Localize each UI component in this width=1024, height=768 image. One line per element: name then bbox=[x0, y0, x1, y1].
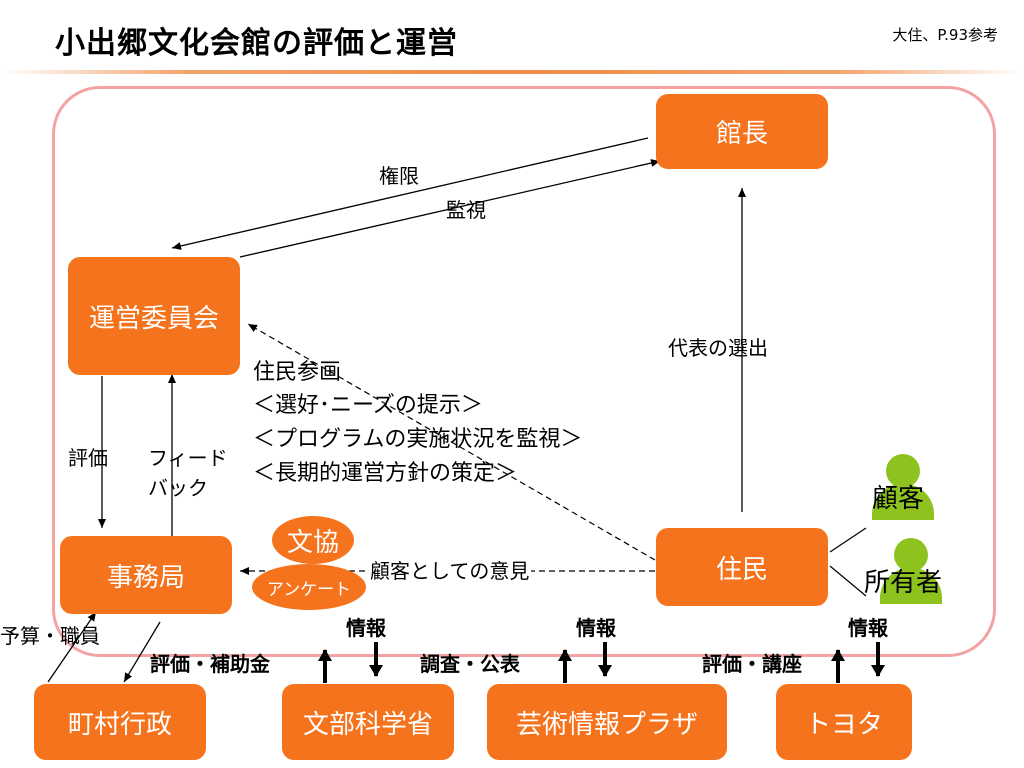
owner-link bbox=[829, 565, 867, 597]
toyota-box: トヨタ bbox=[776, 684, 912, 760]
election-label: 代表の選出 bbox=[668, 336, 768, 360]
customer-opinion-label: 顧客としての意見 bbox=[368, 559, 532, 583]
evaluation-label: 評価 bbox=[68, 446, 108, 470]
owner-person-icon bbox=[880, 538, 942, 604]
authority-arrow bbox=[171, 137, 649, 250]
owner-label: 所有者 bbox=[864, 568, 943, 598]
survey-oval: アンケート bbox=[252, 564, 366, 610]
monitoring-arrow bbox=[239, 159, 661, 258]
office-box: 事務局 bbox=[60, 536, 232, 614]
bunkyo-oval: 文協 bbox=[272, 516, 354, 564]
feedback-label-2: バック bbox=[148, 476, 208, 500]
info-label-2: 情報 bbox=[576, 616, 616, 640]
page-title: 小出郷文化会館の評価と運営 bbox=[55, 26, 458, 61]
participation-line-2: ＜選好･ニーズの提示＞ bbox=[253, 393, 483, 418]
title-rule bbox=[0, 70, 1024, 74]
organization-frame bbox=[52, 86, 996, 657]
residents-box: 住民 bbox=[656, 528, 828, 606]
info-label-1: 情報 bbox=[346, 616, 386, 640]
customer-link bbox=[829, 527, 867, 553]
kancho-box: 館長 bbox=[656, 94, 828, 169]
eval-subsidy-label: 評価・補助金 bbox=[150, 652, 270, 676]
customer-label: 顧客 bbox=[872, 484, 925, 514]
reference-note: 大住、P.93参考 bbox=[892, 26, 998, 44]
participation-line-3: ＜プログラムの実施状況を監視＞ bbox=[253, 427, 583, 452]
town-evaluation-arrow bbox=[123, 621, 161, 683]
info-label-3: 情報 bbox=[848, 616, 888, 640]
eval-lecture-label: 評価・講座 bbox=[702, 652, 802, 676]
plaza-box: 芸術情報プラザ bbox=[487, 684, 727, 760]
town-box: 町村行政 bbox=[34, 684, 206, 760]
committee-box: 運営委員会 bbox=[68, 257, 240, 375]
mext-box: 文部科学省 bbox=[282, 684, 454, 760]
budget-staff-label: 予算・職員 bbox=[0, 624, 100, 648]
participation-line-1: 住民参画 bbox=[253, 360, 342, 385]
participation-line-4: ＜長期的運営方針の策定＞ bbox=[253, 461, 518, 486]
authority-label: 権限 bbox=[379, 164, 419, 188]
customer-person-icon bbox=[872, 454, 934, 520]
monitoring-label: 監視 bbox=[446, 198, 486, 222]
participation-arrow bbox=[247, 323, 656, 561]
feedback-label-1: フィード bbox=[148, 446, 228, 470]
survey-publish-label: 調査・公表 bbox=[420, 652, 520, 676]
budget-staff-arrow bbox=[47, 611, 97, 683]
